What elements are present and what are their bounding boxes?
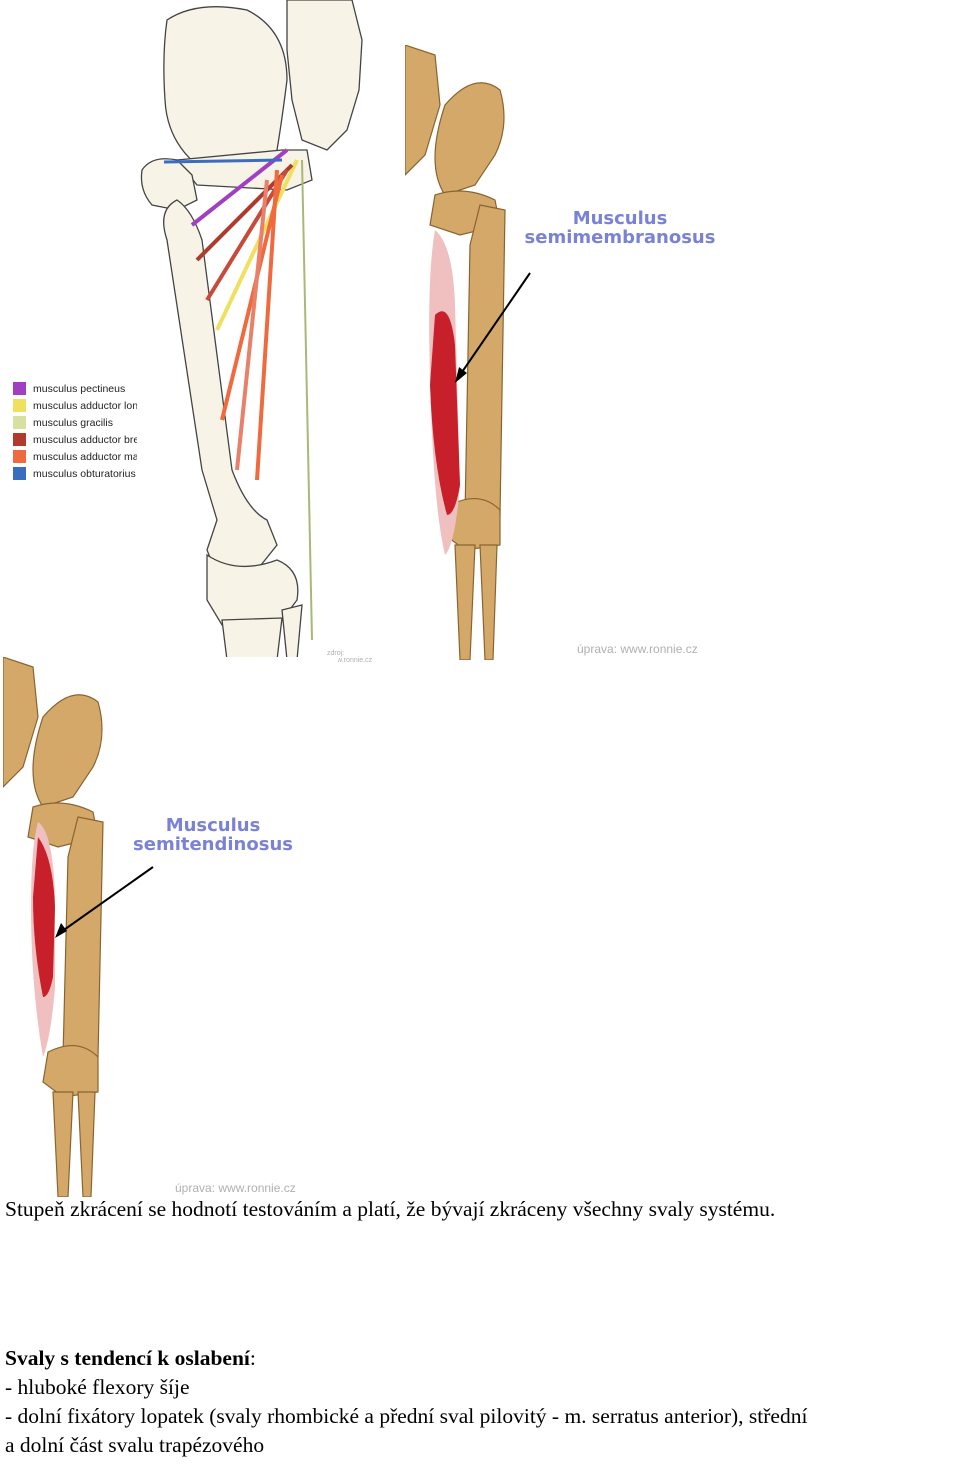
leg-skeleton-drawing bbox=[404, 44, 531, 661]
list-item: - hluboké flexory šíje bbox=[5, 1375, 190, 1399]
list-item: - dolní fixátory lopatek (svaly rhombick… bbox=[5, 1404, 808, 1428]
legend-item: musculus adductor magnus bbox=[13, 448, 179, 465]
figure3-credit: úprava: www.ronnie.cz bbox=[175, 1181, 296, 1195]
semitendinosus-label: Musculus semitendinosus bbox=[133, 815, 293, 855]
muscle-legend: musculus pectineus musculus adductor lon… bbox=[13, 380, 179, 482]
legend-item: musculus gracilis bbox=[13, 414, 179, 431]
legend-swatch bbox=[13, 467, 26, 480]
legend-item: musculus adductor longus bbox=[13, 397, 179, 414]
figure2-credit: úprava: www.ronnie.cz bbox=[577, 642, 698, 656]
pelvis-femur-drawing bbox=[140, 0, 363, 661]
legend-swatch bbox=[13, 450, 26, 463]
legend-swatch bbox=[13, 382, 26, 395]
semimembranosus-label: Musculus semimembranosus bbox=[524, 208, 716, 248]
adductor-muscles-illustration: zdroj: www.ronnie.cz bbox=[137, 0, 372, 664]
legend-item: musculus adductor brevis bbox=[13, 431, 179, 448]
legend-swatch bbox=[13, 433, 26, 446]
legend-item: musculus pectineus bbox=[13, 380, 179, 397]
leg-skeleton-drawing bbox=[2, 656, 154, 1198]
heading-colon: : bbox=[249, 1346, 256, 1370]
legend-swatch bbox=[13, 399, 26, 412]
figure1-credit: zdroj: www.ronnie.cz bbox=[327, 650, 373, 664]
paragraph: Stupeň zkrácení se hodnotí testováním a … bbox=[5, 1197, 776, 1221]
semitendinosus-illustration: Musculus semitendinosus úprava: www.ronn… bbox=[2, 656, 338, 1198]
legend-swatch bbox=[13, 416, 26, 429]
section-heading: Svaly s tendencí k oslabení: bbox=[5, 1346, 256, 1371]
semimembranosus-illustration: Musculus semimembranosus úprava: www.ron… bbox=[404, 44, 740, 661]
list-item-continuation: a dolní část svalu trapézového bbox=[5, 1433, 265, 1457]
heading-text: Svaly s tendencí k oslabení bbox=[5, 1346, 250, 1370]
